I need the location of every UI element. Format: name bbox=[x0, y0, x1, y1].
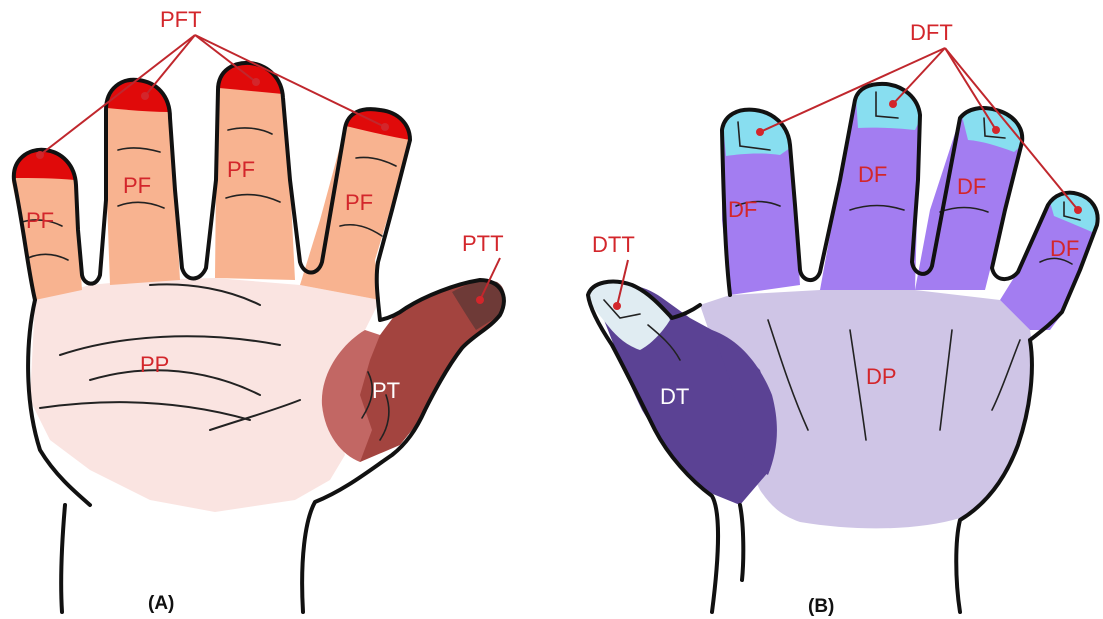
panel-b-dorsal-hand bbox=[588, 84, 1098, 612]
dot-dft-2 bbox=[889, 100, 897, 108]
dot-dft-3 bbox=[992, 126, 1000, 134]
label-ptt: PTT bbox=[462, 231, 504, 256]
caption-a: (A) bbox=[148, 593, 174, 614]
label-dtt: DTT bbox=[592, 232, 635, 257]
label-pf-ring: PF bbox=[227, 157, 255, 182]
label-pp: PP bbox=[140, 352, 169, 377]
label-dft: DFT bbox=[910, 20, 953, 45]
label-pft: PFT bbox=[160, 7, 202, 32]
dot-dtt bbox=[613, 302, 621, 310]
panel-a-palmar-hand bbox=[12, 63, 505, 612]
dot-pft-3 bbox=[252, 78, 260, 86]
dot-pft-1 bbox=[36, 151, 44, 159]
dot-dft-4 bbox=[1074, 206, 1082, 214]
dot-dft-1 bbox=[756, 128, 764, 136]
label-pf-little: PF bbox=[345, 190, 373, 215]
label-pf-index: PF bbox=[26, 208, 54, 233]
caption-b: (B) bbox=[808, 596, 834, 617]
dot-pft-2 bbox=[141, 92, 149, 100]
leader-dft-2 bbox=[893, 48, 945, 104]
label-df-middle: DF bbox=[858, 162, 887, 187]
label-df-ring: DF bbox=[957, 174, 986, 199]
label-dp: DP bbox=[866, 364, 897, 389]
label-dt: DT bbox=[660, 384, 689, 409]
label-pf-middle: PF bbox=[123, 173, 151, 198]
dot-ptt bbox=[476, 296, 484, 304]
label-df-index: DF bbox=[728, 197, 757, 222]
dorsal-fingertip-middle bbox=[856, 84, 920, 130]
leader-pft-2 bbox=[145, 35, 195, 96]
dot-pft-4 bbox=[381, 123, 389, 131]
label-df-little: DF bbox=[1050, 236, 1079, 261]
label-pt: PT bbox=[372, 378, 400, 403]
